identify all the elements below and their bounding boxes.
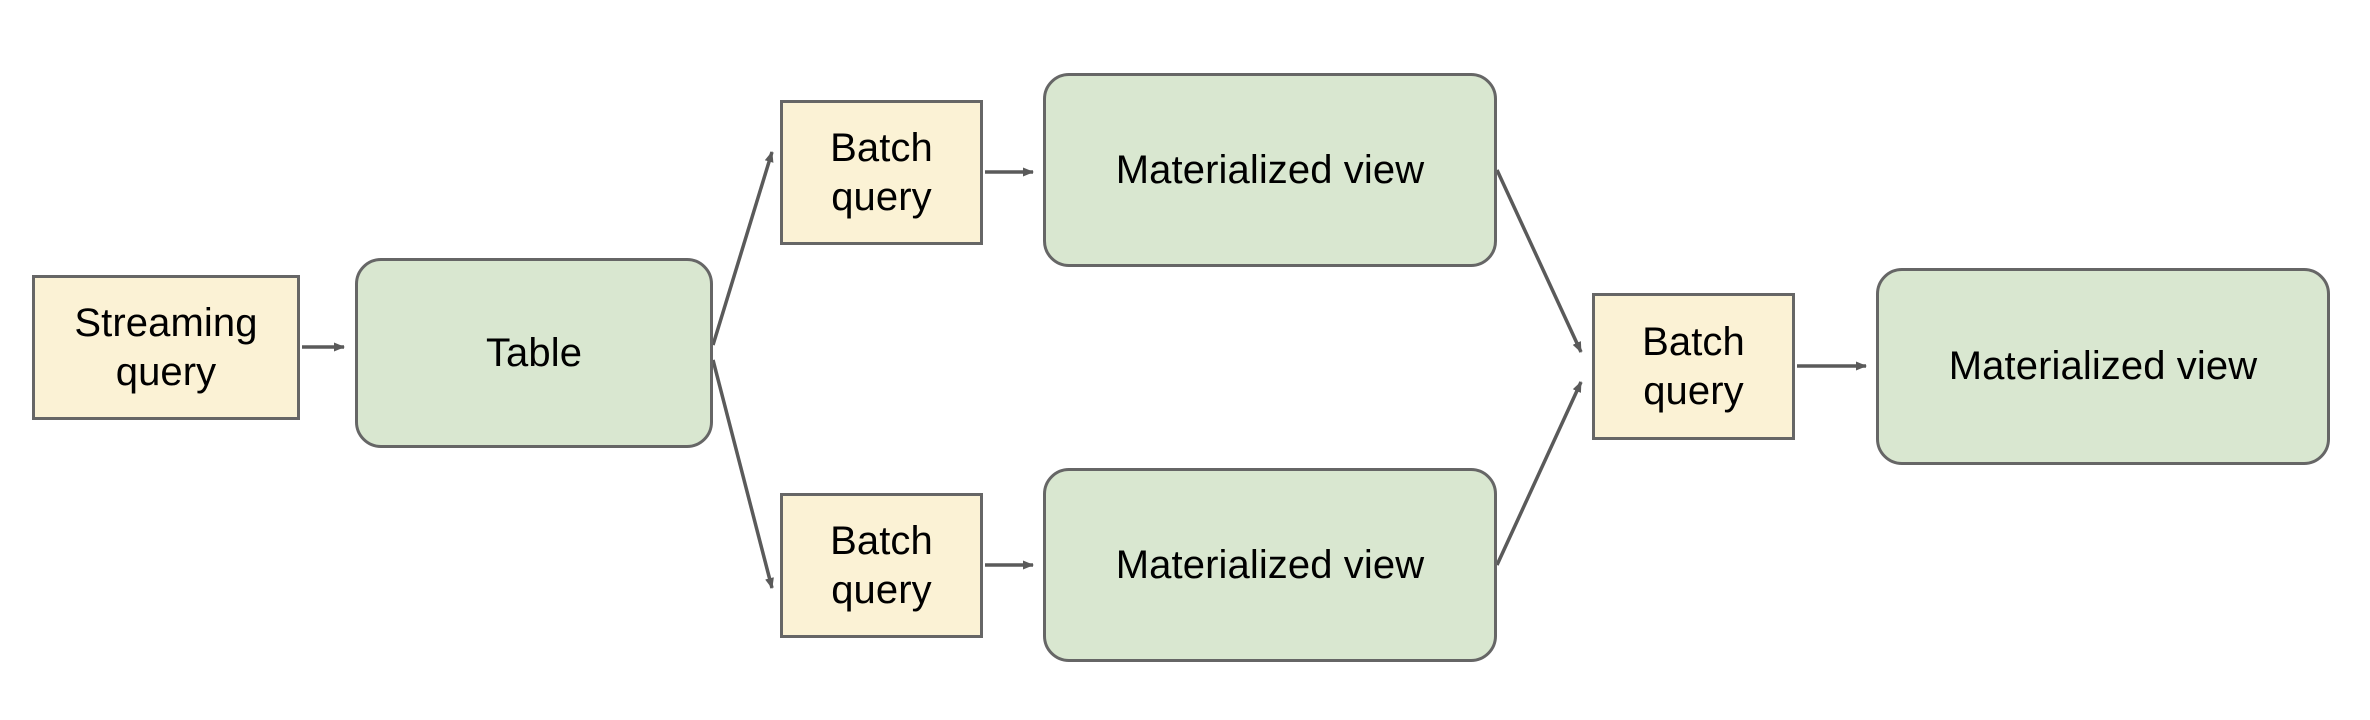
- node-batch-query-top[interactable]: Batch query: [780, 100, 983, 245]
- node-batch-query-merge[interactable]: Batch query: [1592, 293, 1795, 440]
- edge-table-to-batch-query-top: [711, 151, 774, 346]
- node-materialized-view-final-label: Materialized view: [1948, 344, 2258, 389]
- node-batch-query-top-label: Batch query: [830, 125, 933, 219]
- edge-table-to-batch-query-bottom: [711, 359, 774, 589]
- node-materialized-view-top-label: Materialized view: [1115, 147, 1425, 192]
- node-batch-query-bottom-label: Batch query: [830, 518, 933, 612]
- node-table[interactable]: Table: [355, 258, 713, 448]
- node-materialized-view-top[interactable]: Materialized view: [1043, 73, 1497, 267]
- node-materialized-view-bottom[interactable]: Materialized view: [1043, 468, 1497, 662]
- node-batch-query-bottom[interactable]: Batch query: [780, 493, 983, 638]
- node-table-label: Table: [485, 330, 583, 375]
- node-streaming-query-label: Streaming query: [74, 300, 258, 394]
- node-materialized-view-final[interactable]: Materialized view: [1876, 268, 2330, 465]
- node-materialized-view-bottom-label: Materialized view: [1115, 542, 1425, 587]
- node-streaming-query[interactable]: Streaming query: [32, 275, 300, 420]
- node-batch-query-merge-label: Batch query: [1642, 319, 1745, 413]
- edge-materialized-view-top-to-batch-query-merge: [1495, 169, 1583, 353]
- edge-materialized-view-bottom-to-batch-query-merge: [1495, 381, 1583, 566]
